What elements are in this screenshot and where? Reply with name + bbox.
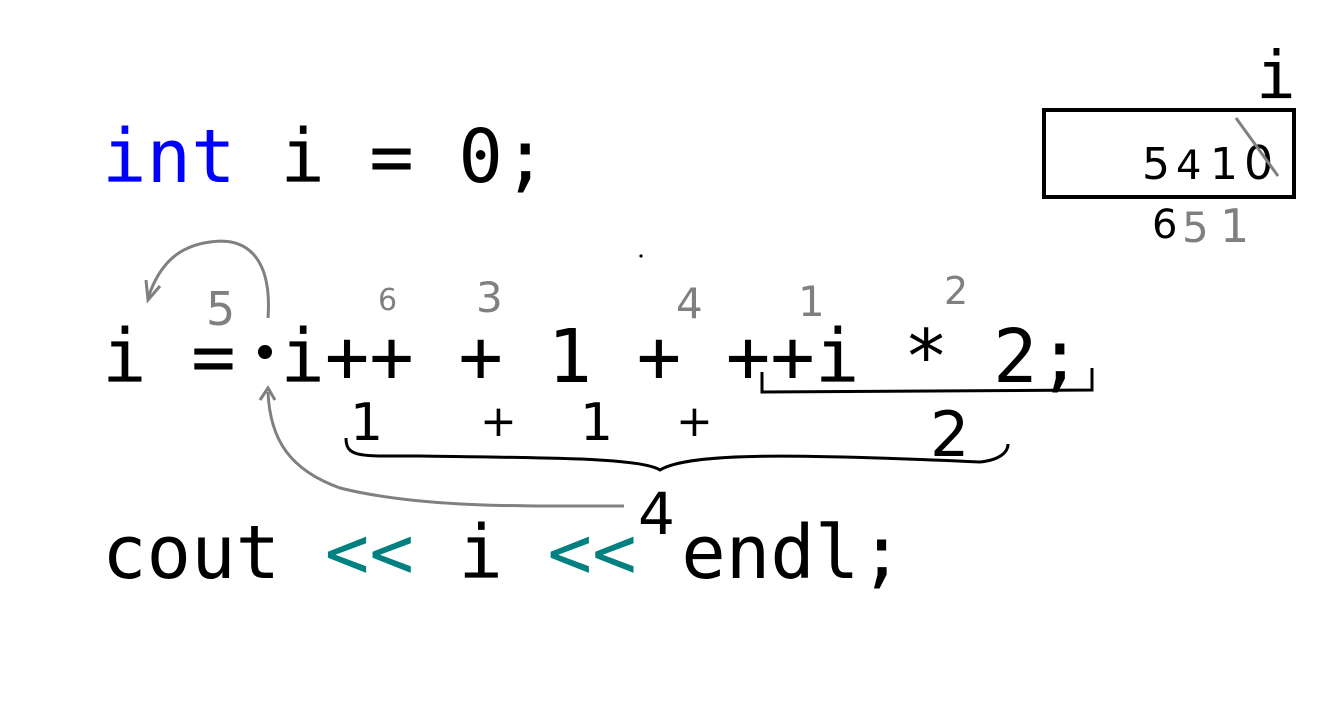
sum-to-assign-arrow [266,391,625,508]
box-value-1: 1 [1210,139,1238,190]
stream-operator-1: << [325,510,414,596]
assignment-dot [258,345,272,359]
code-line-1: int i = 0; [102,114,548,200]
sum-arrow-head [258,385,277,401]
partial-value-one: 1 [580,393,613,453]
below-box-value-5: 5 [1182,203,1209,252]
product-underline-bracket [760,368,1094,394]
partial-plus-b: + [676,396,713,447]
box-value-5: 5 [1142,139,1170,190]
stream-operator-2: << [548,510,637,596]
below-box-value-1: 1 [1220,199,1249,253]
keyword-int: int [102,114,236,200]
order-number-pre-increment: 1 [798,277,825,326]
code-line-3: cout << i << endl; [102,510,904,596]
partial-plus-a: + [480,396,517,447]
code-line-2: i = i++ + 1 + ++i * 2; [102,314,1082,400]
partial-value-post-increment: 1 [350,393,383,453]
variable-box-label: i [1256,37,1296,114]
code-line-1-rest: i = 0; [236,114,548,200]
order-number-first-plus: 3 [476,273,503,322]
assign-to-i-arrow [146,239,270,319]
code-line-3-endl: endl; [637,510,904,596]
code-line-3-i: i [414,510,548,596]
order-number-multiply: 2 [944,269,968,313]
order-number-second-plus: 4 [676,279,703,328]
sum-value: 4 [638,480,675,548]
code-line-3-cout: cout [102,510,325,596]
box-value-4: 4 [1176,143,1201,189]
assign-arrow-head [144,279,162,304]
stray-dot [639,254,643,258]
order-number-assign: 5 [206,282,235,336]
order-number-post-increment: 6 [378,283,397,318]
variable-box [1042,108,1296,199]
strike-through-line [1234,117,1280,177]
sum-curly-brace [344,437,1010,472]
below-box-value-6: 6 [1152,202,1177,248]
